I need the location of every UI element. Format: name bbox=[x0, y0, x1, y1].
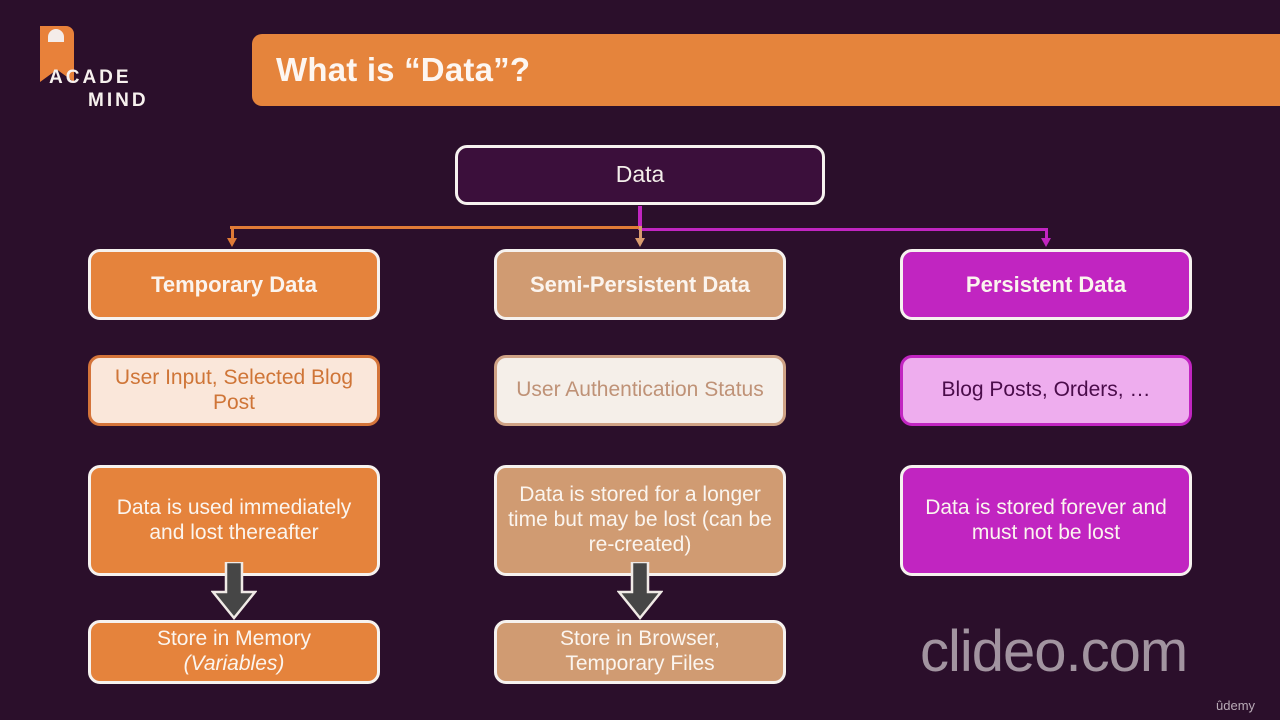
node-example-persistent: Blog Posts, Orders, … bbox=[900, 355, 1192, 426]
page-title: What is “Data”? bbox=[276, 51, 531, 88]
connector-drop-semi-persistent bbox=[639, 226, 642, 240]
logo-wordmark: ACADE MIND bbox=[28, 66, 188, 112]
arrowhead-semi-persistent-icon bbox=[635, 238, 645, 247]
store-temporary-line-1: Store in Memory bbox=[156, 627, 312, 651]
node-data-root: Data bbox=[455, 145, 825, 205]
node-header-semi-persistent: Semi-Persistent Data bbox=[494, 249, 786, 320]
node-description-persistent: Data is stored forever and must not be l… bbox=[900, 465, 1192, 576]
node-description-semi-persistent: Data is stored for a longer time but may… bbox=[494, 465, 786, 576]
node-header-temporary: Temporary Data bbox=[88, 249, 380, 320]
node-description-temporary: Data is used immediately and lost therea… bbox=[88, 465, 380, 576]
slide-title-bar: What is “Data”? bbox=[252, 34, 1280, 106]
clideo-watermark: clideo.com bbox=[920, 619, 1188, 684]
udemy-watermark: ûdemy bbox=[1216, 698, 1256, 713]
connector-horizontal-right bbox=[640, 228, 1048, 231]
connector-horizontal-left bbox=[230, 226, 642, 229]
node-example-temporary: User Input, Selected Blog Post bbox=[88, 355, 380, 426]
node-header-persistent: Persistent Data bbox=[900, 249, 1192, 320]
store-semi-persistent-line-2: Temporary Files bbox=[565, 652, 715, 675]
down-arrow-semi-persistent-icon bbox=[617, 562, 663, 620]
bookmark-notch-icon bbox=[48, 29, 64, 42]
arrowhead-temporary-icon bbox=[227, 238, 237, 247]
connector-drop-temporary bbox=[231, 226, 234, 240]
store-temporary-line-2: (Variables) bbox=[183, 652, 285, 675]
connector-root-stem bbox=[638, 206, 642, 230]
arrowhead-persistent-icon bbox=[1041, 238, 1051, 247]
academind-logo: ACADE MIND bbox=[28, 22, 188, 114]
logo-line-1: ACADE bbox=[49, 67, 132, 88]
store-semi-persistent-line-1: Store in Browser, bbox=[560, 627, 720, 651]
connector-drop-persistent bbox=[1045, 228, 1048, 240]
logo-line-2: MIND bbox=[88, 90, 149, 111]
node-store-temporary: Store in Memory (Variables) bbox=[88, 620, 380, 684]
node-example-semi-persistent: User Authentication Status bbox=[494, 355, 786, 426]
down-arrow-temporary-icon bbox=[211, 562, 257, 620]
node-store-semi-persistent: Store in Browser, Temporary Files bbox=[494, 620, 786, 684]
